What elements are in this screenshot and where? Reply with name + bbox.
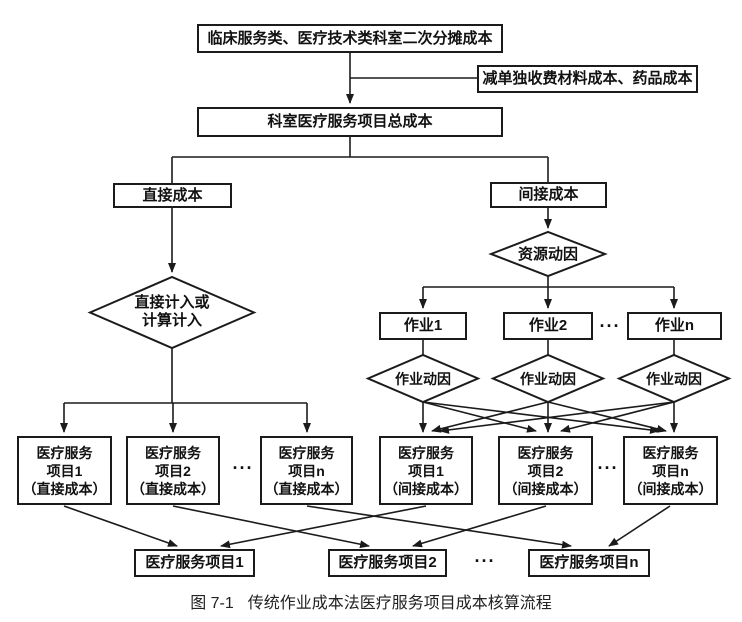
node-direct-cost: 直接成本 (113, 183, 232, 208)
figure-caption-title: 传统作业成本法医疗服务项目成本核算流程 (247, 595, 552, 612)
node-direct-project-2: 医疗服务 项目2 （直接成本） (126, 436, 220, 505)
resource-driver-diamond-shape (488, 230, 608, 278)
node-secondary-allocation-cost: 临床服务类、医疗技术类科室二次分摊成本 (197, 24, 503, 53)
activity-driver-diamond-shape-2 (490, 353, 606, 404)
activity-driver-diamond-shape-1 (365, 353, 481, 404)
activity-driver-label-1: 作业动因 (395, 371, 451, 387)
node-activity-1: 作业1 (379, 312, 467, 340)
ellipsis-final-projects: ··· (474, 551, 496, 571)
figure-caption-label: 图 7-1 (190, 595, 234, 612)
node-indirect-project-1: 医疗服务 项目1 （间接成本） (379, 436, 473, 505)
ellipsis-activities: ··· (599, 316, 621, 336)
node-direct-project-1: 医疗服务 项目1 （直接成本） (17, 436, 112, 505)
activity-driver-label-3: 作业动因 (646, 371, 702, 387)
node-deduct-materials-drugs: 减单独收费材料成本、药品成本 (477, 65, 698, 93)
node-activity-2: 作业2 (503, 312, 593, 340)
resource-driver-diamond-label: 资源动因 (517, 246, 578, 263)
direct-method-diamond-shape (87, 275, 257, 350)
node-dept-service-total-cost: 科室医疗服务项目总成本 (197, 107, 503, 137)
activity-driver-diamond-shape-3 (616, 353, 732, 404)
node-indirect-project-2: 医疗服务 项目2 （间接成本） (498, 436, 593, 505)
node-final-project-n: 医疗服务项目n (528, 549, 650, 577)
node-final-project-2: 医疗服务项目2 (328, 549, 447, 577)
ellipsis-indirect-projects: ··· (597, 458, 619, 478)
node-indirect-project-n: 医疗服务 项目n （间接成本） (623, 436, 718, 505)
node-indirect-cost: 间接成本 (490, 182, 607, 208)
node-direct-project-n: 医疗服务 项目n （直接成本） (260, 436, 353, 505)
ellipsis-direct-projects: ··· (232, 458, 254, 478)
figure-caption: 图 7-1 传统作业成本法医疗服务项目成本核算流程 (0, 589, 742, 613)
node-activity-n: 作业n (627, 312, 722, 340)
node-final-project-1: 医疗服务项目1 (134, 549, 255, 577)
activity-driver-label-2: 作业动因 (520, 371, 576, 387)
direct-method-diamond-label: 直接计入或 计算计入 (134, 294, 210, 329)
